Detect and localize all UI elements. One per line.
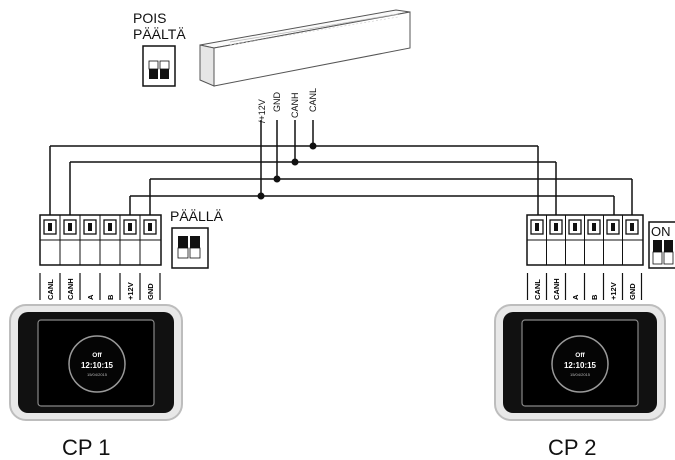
terminal-slot bbox=[611, 223, 615, 231]
caption-cp2: CP 2 bbox=[548, 435, 597, 460]
panel-date: 15/04/2015 bbox=[87, 372, 108, 377]
terminal-label: CANH bbox=[66, 278, 75, 300]
wire-label-12v: /+12V bbox=[257, 99, 267, 123]
terminal-label: +12V bbox=[126, 282, 135, 300]
control-panel-cp1: Off 12:10:15 15/04/2015 bbox=[9, 304, 183, 421]
wire-label-canl: CANL bbox=[308, 88, 318, 112]
panel-time: 12:10:15 bbox=[564, 361, 597, 370]
terminal-label: A bbox=[86, 294, 95, 300]
wire-label-canh: CANH bbox=[290, 92, 300, 118]
terminal-label: CANH bbox=[552, 278, 561, 300]
on-label-middle: PÄÄLLÄ bbox=[170, 208, 224, 224]
terminal-label: CANL bbox=[46, 279, 55, 300]
terminal-block-cp2 bbox=[526, 214, 644, 266]
control-panel-cp2: Off 12:10:15 15/04/2015 bbox=[494, 304, 666, 421]
terminal-slot bbox=[148, 223, 152, 231]
panel-time: 12:10:15 bbox=[81, 361, 114, 370]
terminal-slot bbox=[88, 223, 92, 231]
terminal-slot bbox=[128, 223, 132, 231]
terminal-label: +12V bbox=[609, 282, 618, 300]
caption-cp1: CP 1 bbox=[62, 435, 111, 460]
terminal-slot bbox=[48, 223, 52, 231]
on-label-right: ON bbox=[651, 224, 671, 239]
panel-date: 15/04/2015 bbox=[570, 372, 591, 377]
terminal-label: B bbox=[106, 294, 115, 300]
terminal-block-cp1 bbox=[39, 214, 162, 266]
terminal-slot bbox=[68, 223, 72, 231]
terminal-label: B bbox=[590, 294, 599, 300]
terminal-label: CANL bbox=[533, 279, 542, 300]
panel-status: Off bbox=[575, 352, 585, 359]
terminal-slot bbox=[535, 223, 539, 231]
panel-status: Off bbox=[92, 352, 102, 359]
dip-switch-off bbox=[142, 45, 176, 87]
terminal-labels-cp2: CANL CANH A B +12V GND bbox=[526, 273, 643, 300]
dip-switch-on-cp1 bbox=[171, 227, 209, 269]
terminal-slot bbox=[108, 223, 112, 231]
terminal-slot bbox=[592, 223, 596, 231]
terminal-label: GND bbox=[628, 283, 637, 300]
terminal-slot bbox=[573, 223, 577, 231]
terminal-labels-cp1: CANL CANH A B +12V GND bbox=[39, 273, 161, 300]
dip-switch-on-cp2 bbox=[648, 221, 675, 269]
bus-wires bbox=[49, 120, 633, 215]
wire-label-gnd: GND bbox=[272, 92, 282, 113]
control-unit bbox=[199, 9, 411, 87]
terminal-label: A bbox=[571, 294, 580, 300]
off-label-line1: POIS bbox=[133, 10, 166, 26]
terminal-label: GND bbox=[146, 283, 155, 300]
off-label-line2: PÄÄLTÄ bbox=[133, 26, 186, 42]
terminal-slot bbox=[630, 223, 634, 231]
terminal-slot bbox=[554, 223, 558, 231]
